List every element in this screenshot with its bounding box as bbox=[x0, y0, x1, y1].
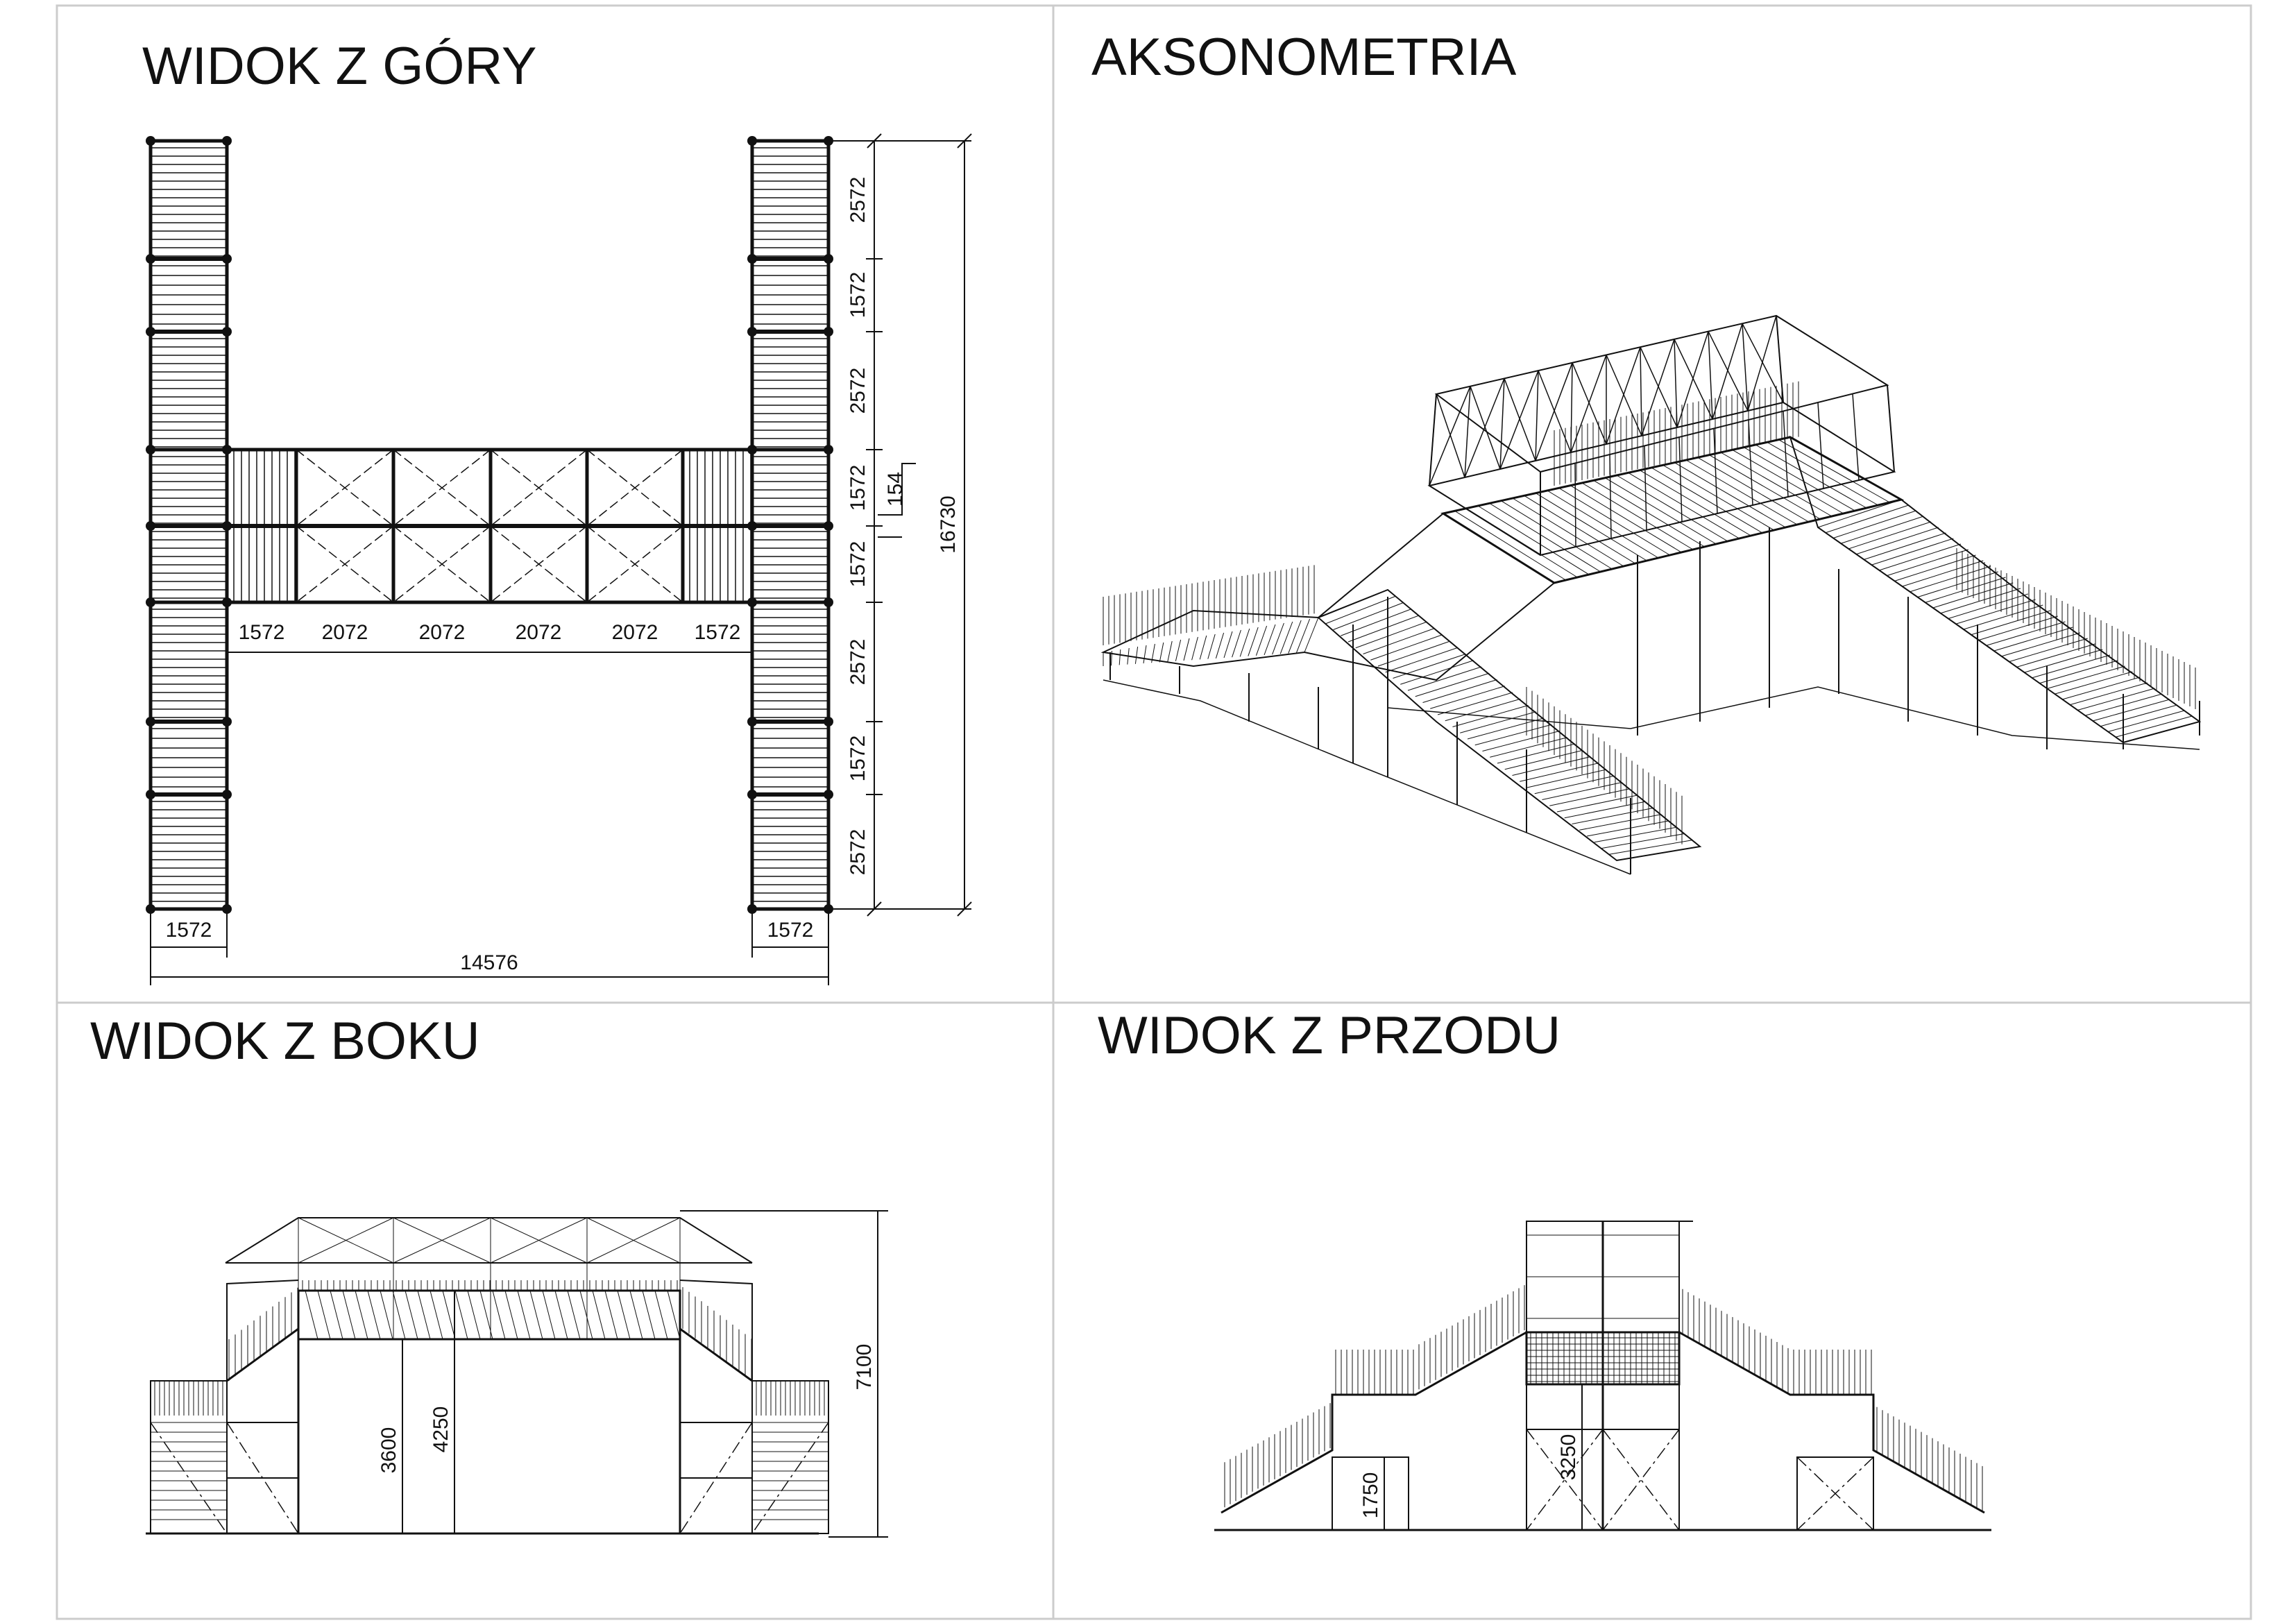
dim-v-5: 1572 bbox=[847, 541, 869, 588]
axonometry-drawing bbox=[1100, 314, 2202, 875]
dim-span-4: 2072 bbox=[516, 621, 562, 644]
side-view-title: WIDOK Z BOKU bbox=[90, 1012, 480, 1071]
side-view-dimensions: 3600 4250 7100 bbox=[377, 1344, 876, 1474]
dim-span-2: 2072 bbox=[322, 621, 368, 644]
dim-v-3: 2572 bbox=[847, 368, 869, 414]
axonometry-title: AKSONOMETRIA bbox=[1091, 28, 1517, 87]
top-view-dimensions: 2572 1572 2572 1572 1572 2572 1572 2572 … bbox=[166, 177, 960, 974]
dim-v-7: 1572 bbox=[847, 736, 869, 782]
dim-span-5: 2072 bbox=[612, 621, 658, 644]
front-view-dimensions: 1750 3250 bbox=[1359, 1434, 1580, 1519]
dim-mid-height: 4250 bbox=[430, 1407, 452, 1453]
dim-total-length: 16730 bbox=[937, 495, 960, 553]
dim-total-width: 14576 bbox=[460, 951, 518, 974]
dim-span-6: 1572 bbox=[695, 621, 741, 644]
top-view-title: WIDOK Z GÓRY bbox=[142, 37, 537, 96]
top-view-drawing bbox=[146, 133, 972, 985]
dim-v-6: 2572 bbox=[847, 639, 869, 686]
dim-total-height: 7100 bbox=[853, 1344, 876, 1391]
dim-v-1: 2572 bbox=[847, 177, 869, 223]
dim-span-1: 1572 bbox=[239, 621, 285, 644]
dim-tower-left: 1572 bbox=[166, 919, 212, 942]
side-view-drawing bbox=[146, 1210, 888, 1538]
dim-landing-height: 1750 bbox=[1359, 1472, 1382, 1519]
dim-tower-right: 1572 bbox=[767, 919, 814, 942]
dim-v-2: 1572 bbox=[847, 272, 869, 318]
dim-front-deck-height: 3250 bbox=[1557, 1434, 1580, 1481]
dim-deck-height: 3600 bbox=[377, 1427, 400, 1474]
sheet-frame bbox=[56, 4, 2252, 1620]
dim-v-4: 1572 bbox=[847, 465, 869, 511]
dim-gap: 154 bbox=[884, 472, 907, 507]
dim-span-3: 2072 bbox=[419, 621, 466, 644]
front-view-title: WIDOK Z PRZODU bbox=[1098, 1006, 1561, 1065]
front-view-drawing bbox=[1214, 1221, 1991, 1531]
dim-v-8: 2572 bbox=[847, 829, 869, 876]
